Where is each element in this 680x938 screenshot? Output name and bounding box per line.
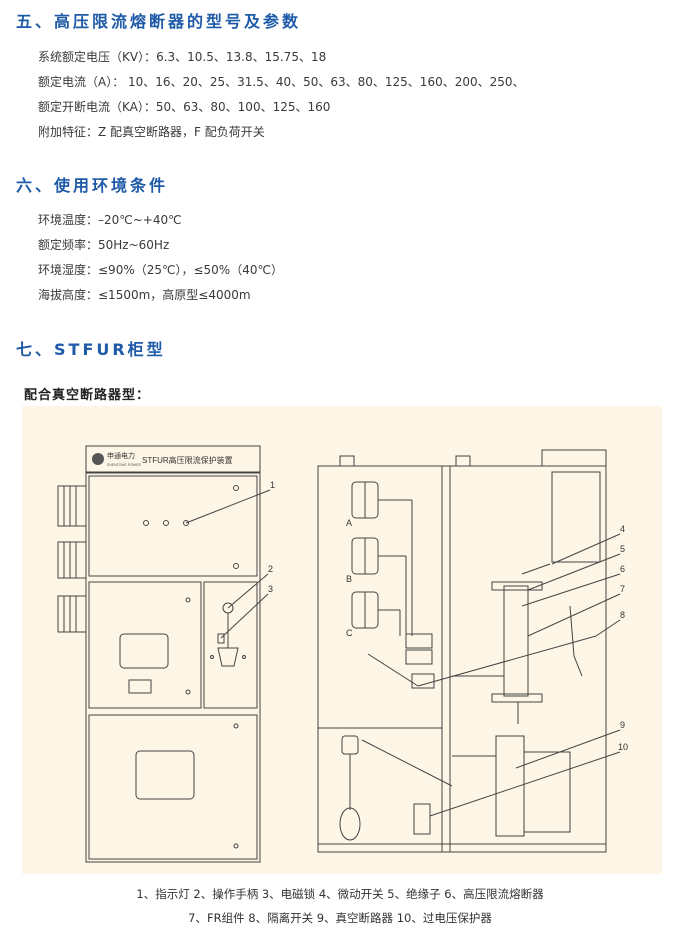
front-header-band bbox=[85, 445, 261, 473]
electromagnetic-lock bbox=[217, 633, 225, 644]
callout-9: 9 bbox=[620, 720, 625, 730]
additional-feature-line: 附加特征：Z 配真空断路器，F 配负荷开关 bbox=[38, 125, 265, 139]
callout-6: 6 bbox=[620, 564, 625, 574]
rated-current-line: 额定电流（A）： 10、16、20、25、31.5、40、50、63、80、12… bbox=[38, 75, 525, 89]
vacuum-circuit-breaker bbox=[452, 735, 571, 837]
front-bottom-panel bbox=[88, 714, 258, 860]
callout-1: 1 bbox=[270, 480, 275, 490]
breaking-current-line: 额定开断电流（KA）：50、63、80、100、125、160 bbox=[38, 100, 331, 114]
indicator-light bbox=[143, 520, 149, 526]
phase-label-b: B bbox=[346, 574, 352, 584]
ambient-temperature-line: 环境温度：–20℃~+40℃ bbox=[38, 213, 182, 227]
callout-2: 2 bbox=[268, 564, 273, 574]
busbar-insulators bbox=[351, 481, 413, 636]
company-logo-icon bbox=[92, 453, 104, 465]
phase-label-c: C bbox=[346, 628, 353, 638]
callout-3: 3 bbox=[268, 584, 273, 594]
altitude-line: 海拔高度：≤1500m，高原型≤4000m bbox=[38, 288, 251, 302]
section-6-title: 六、使用环境条件 bbox=[16, 176, 169, 195]
isolating-switch bbox=[367, 633, 597, 689]
section-7-subtitle: 配合真空断路器型： bbox=[24, 388, 151, 403]
logo-subtext: SHENTONG POWER bbox=[107, 463, 141, 467]
bushings bbox=[57, 485, 87, 633]
callout-7: 7 bbox=[620, 584, 625, 594]
rated-voltage-line: 系统额定电压（KV）：6.3、10.5、13.8、15.75、18 bbox=[38, 50, 327, 64]
humidity-line: 环境湿度：≤90%（25℃），≤50%（40℃） bbox=[38, 263, 283, 277]
rated-frequency-line: 额定频率：50Hz~60Hz bbox=[38, 238, 170, 252]
current-limiting-fuse bbox=[452, 581, 543, 724]
callout-4: 4 bbox=[620, 524, 625, 534]
front-top-panel bbox=[88, 475, 258, 577]
callout-10: 10 bbox=[618, 742, 628, 752]
side-cabinet-outline bbox=[317, 465, 607, 853]
phase-label-a: A bbox=[346, 518, 352, 528]
callout-8: 8 bbox=[620, 610, 625, 620]
section-5-title: 五、高压限流熔断器的型号及参数 bbox=[16, 12, 302, 31]
viewing-window bbox=[119, 633, 169, 669]
cabinet-drawing: 申通电力 SHENTONG POWER STFUR高压限流保护装置 A B C … bbox=[57, 445, 628, 863]
overvoltage-protector bbox=[413, 803, 431, 835]
logo-text: 申通电力 bbox=[107, 451, 135, 460]
panel-title: STFUR高压限流保护装置 bbox=[142, 455, 233, 465]
front-middle-panel bbox=[88, 581, 202, 709]
legend-line-2: 7、FR组件 8、隔离开关 9、真空断路器 10、过电压保护器 bbox=[188, 911, 492, 925]
callout-5: 5 bbox=[620, 544, 625, 554]
legend-line-1: 1、指示灯 2、操作手柄 3、电磁锁 4、微动开关 5、绝缘子 6、高压限流熔断… bbox=[136, 887, 544, 901]
cabinet-diagram: 申通电力 SHENTONG POWER STFUR高压限流保护装置 A B C … bbox=[22, 406, 662, 874]
front-cabinet-outline bbox=[85, 445, 261, 863]
section-7-title: 七、STFUR柜型 bbox=[16, 340, 166, 359]
front-mechanism-panel bbox=[203, 581, 258, 709]
